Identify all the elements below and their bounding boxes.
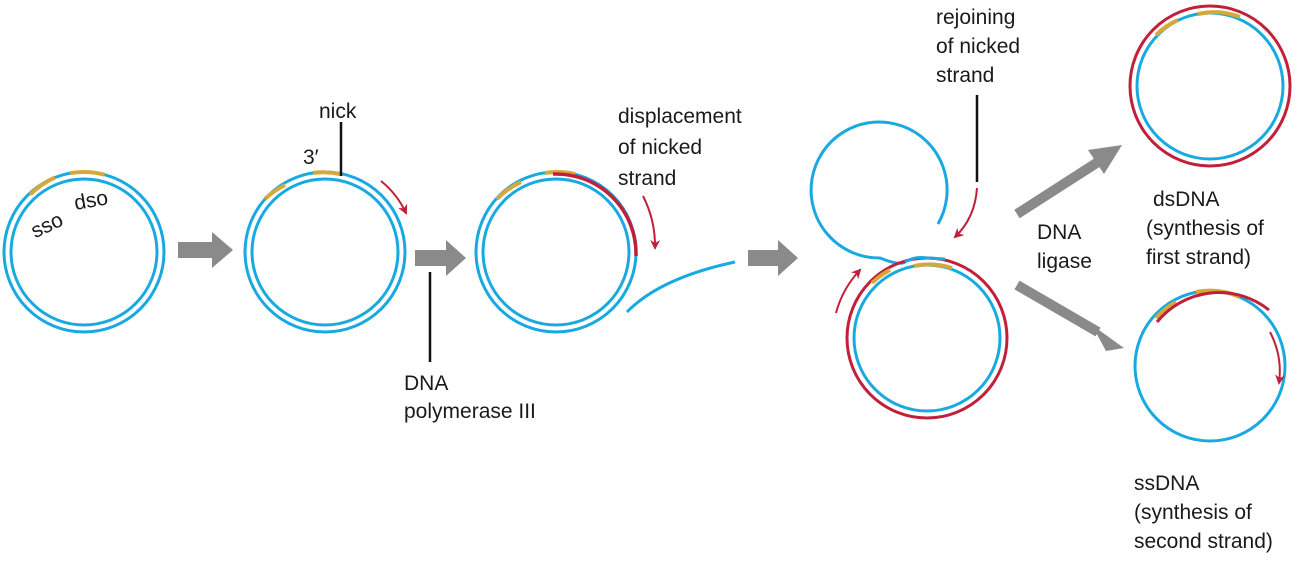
inner-strand — [250, 177, 400, 327]
displacement-label-line2: of nicked — [618, 136, 702, 159]
template-strand — [852, 263, 1002, 413]
step-arrow-1 — [178, 232, 233, 268]
ssdna-label-line3: second strand) — [1134, 530, 1273, 553]
rejoining-label-line3: strand — [936, 64, 994, 87]
sso-origin — [495, 180, 522, 201]
dso-origin — [913, 262, 953, 270]
dna-ligase-label-line2: ligase — [1037, 250, 1092, 273]
three-prime-label: 3′ — [303, 146, 319, 169]
displacement-label-line3: strand — [618, 167, 676, 190]
arrow-down-head — [1092, 325, 1124, 351]
dso-origin — [312, 170, 341, 176]
stage-2-plasmid: nick 3′ — [243, 100, 408, 334]
new-strand — [552, 172, 638, 257]
dso-origin — [69, 169, 106, 177]
arrow-up-head — [1088, 145, 1122, 174]
displaced-single-strand-loop — [809, 120, 949, 265]
new-outer-strand — [845, 256, 1009, 420]
step-arrow-2 — [415, 240, 466, 276]
sso-origin — [1154, 18, 1179, 37]
ssdna-label-line2: (synthesis of — [1134, 501, 1252, 524]
dso-origin — [1197, 10, 1241, 19]
product-dsdna — [1128, 4, 1292, 168]
strand-junction — [904, 256, 946, 264]
dsdna-label-line3: first strand) — [1146, 246, 1251, 269]
ssdna-label-line1: ssDNA — [1134, 472, 1199, 495]
sso-origin — [263, 183, 286, 201]
stage-4-structure — [809, 95, 1009, 420]
inner-strand — [9, 177, 159, 327]
inner-strand — [481, 177, 631, 327]
displaced-strand — [625, 260, 736, 314]
nick-label: nick — [319, 100, 357, 123]
new-outer-strand — [1128, 4, 1292, 168]
dna-polymerase-label-line2: polymerase III — [404, 400, 536, 423]
rejoining-label-line2: of nicked — [936, 35, 1020, 58]
new-strand — [1155, 291, 1270, 323]
replication-direction-arrow — [380, 180, 408, 215]
sso-origin — [28, 175, 56, 196]
sso-origin — [870, 268, 891, 285]
dna-ligase-label-line1: DNA — [1037, 221, 1081, 244]
synthesis-direction-arrow — [1269, 331, 1286, 385]
rejoining-arrow — [953, 187, 978, 239]
step-arrow-3 — [748, 240, 798, 276]
sso-label: sso — [27, 208, 66, 243]
replication-direction-arrow — [835, 268, 862, 314]
stage-1-plasmid: sso dso — [2, 169, 166, 334]
replication-direction-arrow — [642, 195, 661, 250]
displacement-label-line1: displacement — [618, 105, 742, 128]
dna-polymerase-label-line1: DNA — [404, 372, 448, 395]
dso-origin — [544, 170, 576, 176]
sso-origin — [1154, 300, 1178, 320]
dso-label: dso — [72, 186, 109, 215]
dsdna-label-line1: dsDNA — [1153, 188, 1220, 211]
arrow-up-shaft — [1014, 157, 1101, 219]
rejoining-label-line1: rejoining — [936, 6, 1015, 29]
dsdna-label-line2: (synthesis of — [1146, 217, 1264, 240]
stage-3-plasmid — [474, 170, 736, 334]
product-ssdna — [1133, 288, 1287, 443]
arrow-down-shaft — [1014, 280, 1101, 337]
